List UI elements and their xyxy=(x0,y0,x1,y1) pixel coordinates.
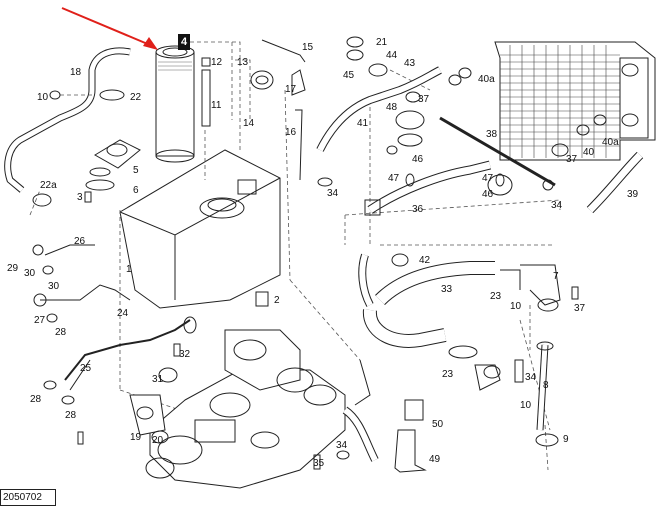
callout-45: 45 xyxy=(343,70,355,81)
callout-28: 28 xyxy=(65,410,77,421)
callout-24: 24 xyxy=(117,308,129,319)
callout-2: 2 xyxy=(274,295,280,306)
callout-10: 10 xyxy=(37,92,49,103)
callout-30: 30 xyxy=(24,268,36,279)
callout-26: 26 xyxy=(74,236,86,247)
callout-42: 42 xyxy=(419,255,431,266)
callout-20: 20 xyxy=(152,435,164,446)
callout-37: 37 xyxy=(574,303,586,314)
callout-48: 48 xyxy=(386,102,398,113)
hose-41 xyxy=(316,66,442,152)
highlight-arrow xyxy=(61,7,158,50)
callout-46: 46 xyxy=(482,189,494,200)
callout-30: 30 xyxy=(48,281,60,292)
radiator xyxy=(494,41,656,161)
callout-18: 18 xyxy=(70,67,82,78)
callout-10: 10 xyxy=(520,400,532,411)
hose-36 xyxy=(367,160,492,214)
pipes-24-25 xyxy=(40,244,197,391)
hose-18 xyxy=(4,47,131,207)
callout-9: 9 xyxy=(563,434,569,445)
filter-head xyxy=(84,139,141,203)
callout-40: 40 xyxy=(583,147,595,158)
callout-16: 16 xyxy=(285,127,297,138)
callout-23: 23 xyxy=(490,291,502,302)
bracket-49-50 xyxy=(394,399,427,473)
highlighted-part-label: 4 xyxy=(178,34,190,50)
callout-13: 13 xyxy=(237,57,249,68)
callout-10: 10 xyxy=(510,301,522,312)
callout-41: 41 xyxy=(357,118,369,129)
filter-cartridge xyxy=(155,45,195,163)
callout-33: 33 xyxy=(441,284,453,295)
callout-19: 19 xyxy=(130,432,142,443)
callout-3: 3 xyxy=(77,192,83,203)
callout-1: 1 xyxy=(126,264,132,275)
pump-assembly xyxy=(129,329,346,489)
callout-32: 32 xyxy=(179,349,191,360)
callout-47: 47 xyxy=(388,173,400,184)
callout-23: 23 xyxy=(442,369,454,380)
callout-35: 35 xyxy=(313,458,325,469)
callout-21: 21 xyxy=(376,37,388,48)
fittings xyxy=(32,36,607,470)
callout-25: 25 xyxy=(80,363,92,374)
rod-38 xyxy=(439,116,556,187)
callout-40a: 40a xyxy=(478,74,495,85)
callout-37: 37 xyxy=(566,154,578,165)
callout-15: 15 xyxy=(302,42,314,53)
callout-36: 36 xyxy=(412,204,424,215)
callout-34: 34 xyxy=(551,200,563,211)
callout-7: 7 xyxy=(553,271,559,282)
callout-39: 39 xyxy=(627,189,639,200)
pipe-8 xyxy=(535,341,559,447)
callout-34: 34 xyxy=(336,440,348,451)
callout-12: 12 xyxy=(211,57,223,68)
callout-27: 27 xyxy=(34,315,46,326)
hose-33 xyxy=(358,253,495,359)
callout-5: 5 xyxy=(133,165,139,176)
callout-50: 50 xyxy=(432,419,444,430)
callout-22a: 22a xyxy=(40,180,57,191)
callout-47: 47 xyxy=(482,173,494,184)
callout-46: 46 xyxy=(412,154,424,165)
hydraulic-tank xyxy=(119,149,281,309)
callout-11: 11 xyxy=(211,100,222,111)
callout-29: 29 xyxy=(7,263,19,274)
callout-8: 8 xyxy=(543,380,549,391)
hose-34-lower xyxy=(342,359,379,462)
callout-49: 49 xyxy=(429,454,441,465)
callout-17: 17 xyxy=(285,84,297,95)
callout-28: 28 xyxy=(55,327,67,338)
callout-31: 31 xyxy=(152,374,164,385)
callout-34: 34 xyxy=(525,372,537,383)
callout-14: 14 xyxy=(243,118,255,129)
callout-22: 22 xyxy=(130,92,142,103)
reference-code: 2050702 xyxy=(0,489,56,506)
callout-44: 44 xyxy=(386,50,398,61)
hose-39 xyxy=(586,151,644,214)
tube-11-12 xyxy=(201,57,211,127)
callout-43: 43 xyxy=(404,58,416,69)
callout-38: 38 xyxy=(486,129,498,140)
callout-6: 6 xyxy=(133,185,139,196)
callout-40a: 40a xyxy=(602,137,619,148)
callout-28: 28 xyxy=(30,394,42,405)
callout-37: 37 xyxy=(418,94,430,105)
callout-34: 34 xyxy=(327,188,339,199)
